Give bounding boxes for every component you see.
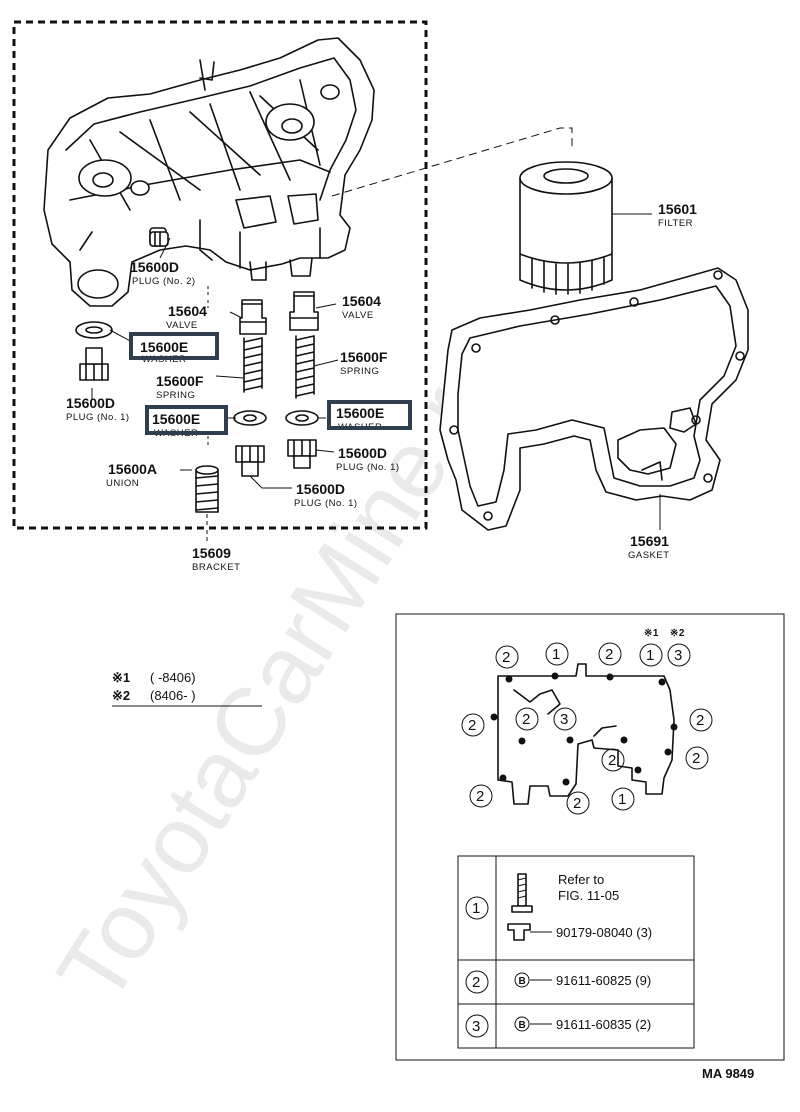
- note-line2-mark: ※2: [112, 688, 130, 703]
- circle-label: 2: [468, 717, 476, 734]
- table-fig: FIG. 11-05: [558, 888, 619, 903]
- label-washer-right-num: 15600E: [336, 405, 384, 421]
- label-valve-right-name: VALVE: [342, 310, 374, 321]
- label-spring-left-num: 15600F: [156, 373, 204, 389]
- plug-no2-illustration: [149, 231, 169, 247]
- circle-label: 2: [605, 646, 613, 663]
- circle-label: 2: [573, 795, 581, 812]
- bracket-assembly-frame: [12, 20, 428, 530]
- left-washer-plug-illustration: [75, 321, 113, 381]
- flange-bolt-icon: [507, 923, 531, 941]
- table-mark-2: B: [519, 976, 527, 987]
- footer-code: MA 9849: [702, 1066, 754, 1081]
- notes: ※1 ( -8406) ※2 (8406- ): [112, 670, 262, 707]
- label-plug-no2-num: 15600D: [130, 259, 179, 275]
- label-valve-left-name: VALVE: [166, 320, 198, 331]
- inset-mark-2: ※2: [670, 628, 685, 639]
- label-union-num: 15600A: [108, 461, 157, 477]
- washer-highlight-boxes: [129, 332, 412, 435]
- table-key-3: 3: [472, 1018, 480, 1035]
- label-bracket-num: 15609: [192, 545, 231, 561]
- table-key-2: 2: [472, 974, 480, 991]
- label-valve-right-num: 15604: [342, 293, 381, 309]
- label-valve-left-num: 15604: [168, 303, 207, 319]
- circle-label: 1: [552, 646, 560, 663]
- label-filter-name: FILTER: [658, 218, 693, 229]
- gasket-illustration: [439, 267, 749, 531]
- circle-label: 2: [522, 711, 530, 728]
- table-part-2: 91611-60825 (9): [556, 973, 651, 988]
- inset-mark-1: ※1: [644, 628, 659, 639]
- label-plug-no1-left-num: 15600D: [66, 395, 115, 411]
- label-spring-right-num: 15600F: [340, 349, 388, 365]
- table-mark-3: B: [519, 1020, 527, 1031]
- circle-label: 2: [608, 752, 616, 769]
- label-bracket-name: BRACKET: [192, 562, 240, 573]
- label-plug-no1-left-name: PLUG (No. 1): [66, 412, 130, 423]
- label-gasket-name: GASKET: [628, 550, 670, 561]
- label-gasket-num: 15691: [630, 533, 669, 549]
- table-key-1: 1: [472, 900, 480, 917]
- circle-label: 2: [692, 750, 700, 767]
- label-plug-no1-bottom-num: 15600D: [296, 481, 345, 497]
- union-illustration: [195, 465, 219, 513]
- bolt-inset: ※1 ※2 2 1 2 1 3 2 2 3 2 2 2: [395, 613, 785, 1061]
- right-stack-illustration: [285, 291, 319, 469]
- label-filter-num: 15601: [658, 201, 697, 217]
- circle-label: 2: [502, 649, 510, 666]
- label-spring-right-name: SPRING: [340, 366, 379, 377]
- label-spring-left-name: SPRING: [156, 390, 195, 401]
- table-part-1: 90179-08040 (3): [556, 925, 652, 940]
- left-stack-illustration: [233, 299, 267, 477]
- circle-label: 2: [476, 788, 484, 805]
- label-plug-no1-right-name: PLUG (No. 1): [336, 462, 400, 473]
- label-washer-left-top-num: 15600E: [140, 339, 188, 355]
- label-plug-no2-name: PLUG (No. 2): [132, 276, 196, 287]
- table-part-3: 91611-60835 (2): [556, 1017, 651, 1032]
- note-line1-mark: ※1: [112, 670, 130, 685]
- circle-label: 2: [696, 712, 704, 729]
- note-line2-range: (8406- ): [150, 688, 196, 703]
- table-refer: Refer to: [558, 872, 604, 887]
- label-union-name: UNION: [106, 478, 139, 489]
- circle-label: 1: [646, 647, 654, 664]
- circle-label: 1: [618, 791, 626, 808]
- bolt-table: 1 Refer to FIG. 11-05 90179-08040 (3) 2 …: [457, 855, 695, 1049]
- label-plug-no1-right-num: 15600D: [338, 445, 387, 461]
- inset-circle-labels: 2 1 2 1 3 2 2 3 2 2 2 2 2 1: [461, 642, 713, 815]
- label-washer-left-mid-num: 15600E: [152, 411, 200, 427]
- circle-label: 3: [674, 647, 682, 664]
- oil-filter-illustration: [519, 161, 613, 295]
- leader-lines: [91, 213, 661, 542]
- note-line1-range: ( -8406): [150, 670, 196, 685]
- circle-label: 3: [560, 711, 568, 728]
- filter-leader-line: [331, 127, 573, 197]
- label-plug-no1-bottom-name: PLUG (No. 1): [294, 498, 358, 509]
- bracket-illustration: [43, 37, 375, 307]
